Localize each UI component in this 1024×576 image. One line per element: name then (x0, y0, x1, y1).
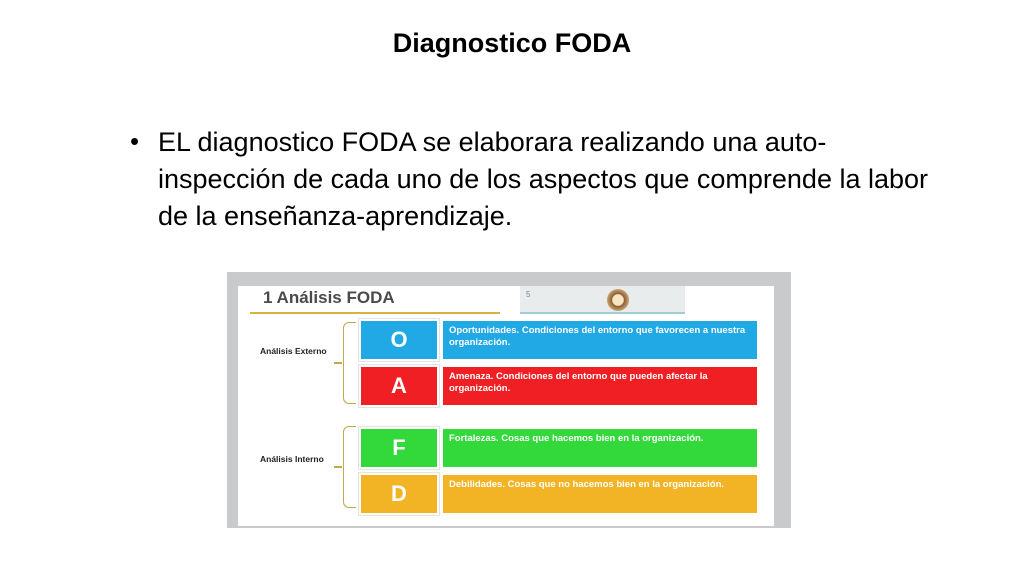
brace-externo-icon (343, 322, 356, 404)
desc-debilidades: Debilidades. Cosas que no hacemos bien e… (443, 475, 757, 513)
header-tab: 5 (520, 286, 685, 314)
desc-fortalezas: Fortalezas. Cosas que hacemos bien en la… (443, 429, 757, 467)
letter-d: D (361, 475, 437, 513)
letter-o: O (361, 321, 437, 359)
group-label-externo: Análisis Externo (260, 346, 327, 356)
foda-title: 1 Análisis FODA (263, 288, 395, 307)
bullet-item: • EL diagnostico FODA se elaborara reali… (130, 124, 950, 235)
brace-tick (334, 466, 342, 468)
letter-frame (358, 472, 440, 516)
desc-amenaza: Amenaza. Condiciones del entorno que pue… (443, 367, 757, 405)
title-underline (250, 312, 500, 314)
letter-f: F (361, 429, 437, 467)
bullet-dot-icon: • (130, 126, 140, 156)
group-label-interno: Análisis Interno (260, 454, 324, 464)
slide-title: Diagnostico FODA (392, 28, 632, 58)
seal-logo-icon (607, 289, 629, 311)
letter-frame (358, 364, 440, 408)
letter-a: A (361, 367, 437, 405)
page-number: 5 (526, 290, 531, 299)
desc-oportunidades: Oportunidades. Condiciones del entorno q… (443, 321, 757, 359)
foda-image: 5 1 Análisis FODA Análisis Externo Análi… (227, 272, 791, 528)
letter-frame (358, 426, 440, 470)
foda-card: 5 1 Análisis FODA Análisis Externo Análi… (238, 286, 774, 526)
brace-interno-icon (343, 426, 356, 508)
brace-tick (334, 362, 342, 364)
bullet-text: EL diagnostico FODA se elaborara realiza… (158, 127, 929, 231)
letter-frame (358, 318, 440, 362)
